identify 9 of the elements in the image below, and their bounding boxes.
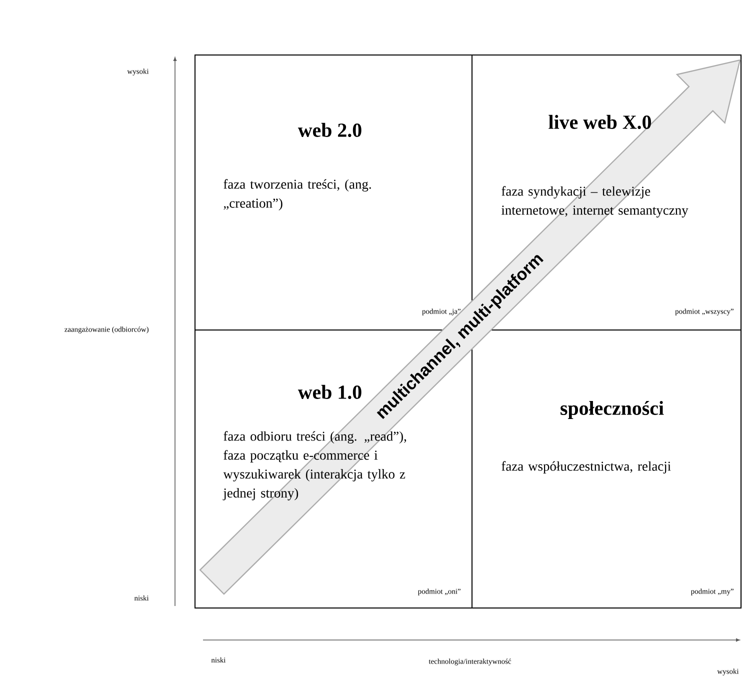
description: faza tworzenia treści, (ang. „creation”) — [224, 179, 371, 210]
quadrant-title: live web X.0 — [548, 114, 651, 130]
description: faza współuczestnictwa, relacji — [502, 461, 671, 474]
quadrant-title: społeczności — [560, 400, 664, 420]
block-arrow — [199, 59, 741, 595]
description: faza odbioru treści (ang. „read”), faza początku e-commerce i wyszukiwarek (interakcja tylko z jednej strony) — [222, 431, 406, 500]
quadrant-title: web 1.0 — [298, 384, 362, 400]
description: faza syndykacji – telewizje internetowe, internet semantyczny — [501, 186, 688, 218]
quadrant-title: web 2.0 — [298, 122, 362, 138]
